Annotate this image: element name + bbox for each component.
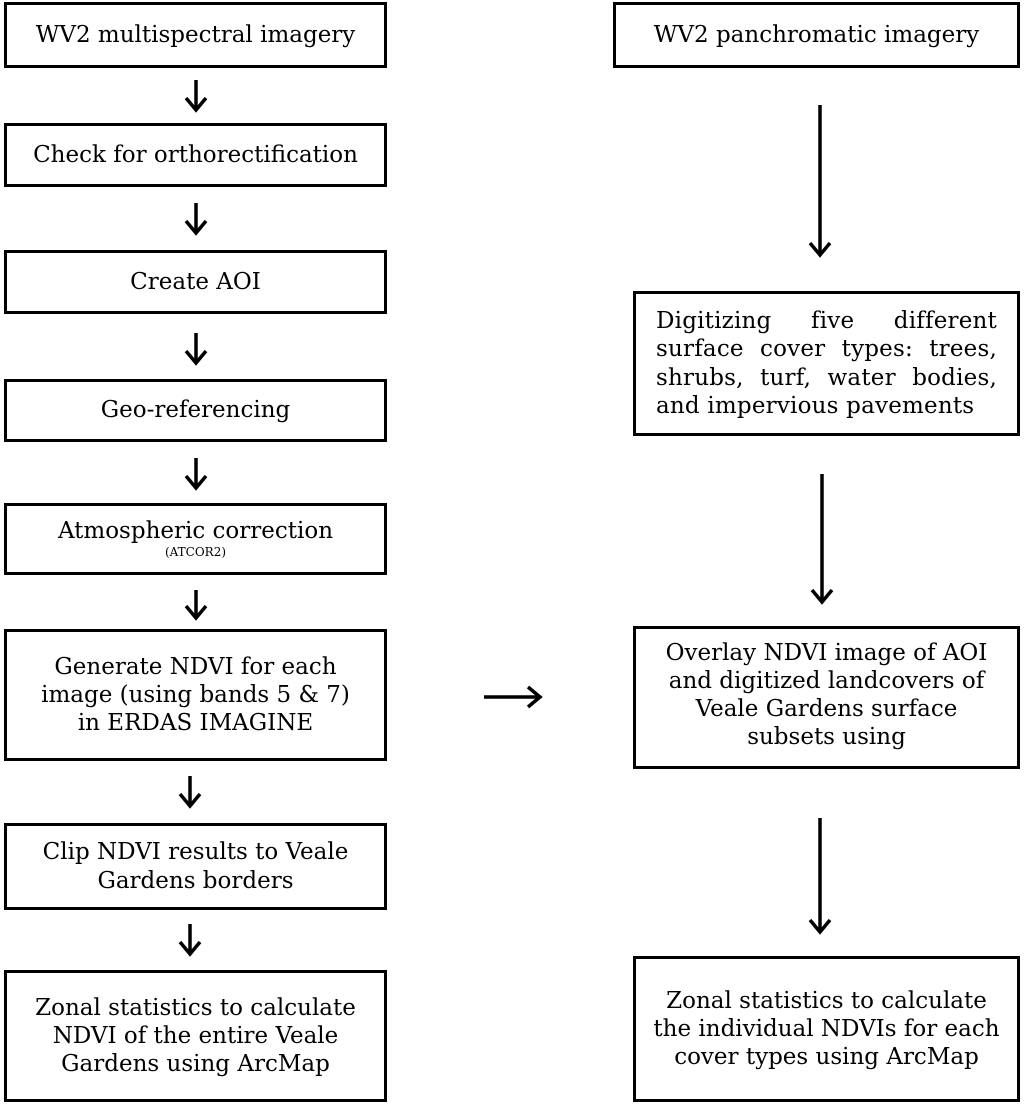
arrow-left-7 [178,924,202,957]
box-orthorectification-label: Check for orthorectification [33,141,358,168]
box-overlay-label: Overlay NDVI image of AOI and digitized … [665,640,988,751]
box-zonal-statistics-left: Zonal statistics to calculate NDVI of th… [4,970,387,1102]
arrow-horizontal [484,685,543,709]
box-generate-ndvi: Generate NDVI for each image (using band… [4,629,387,761]
box-clip-ndvi-label: Clip NDVI results to Veale Gardens borde… [42,839,349,894]
box-clip-ndvi: Clip NDVI results to Veale Gardens borde… [4,823,387,910]
box-generate-ndvi-label: Generate NDVI for each image (using band… [41,653,350,737]
box-orthorectification: Check for orthorectification [4,123,387,187]
arrow-left-5 [184,590,208,621]
arrow-left-4 [184,458,208,491]
box-panchromatic-label: WV2 panchromatic imagery [653,21,980,48]
arrow-right-3 [808,818,832,935]
box-zonal-left-label: Zonal statistics to calculate NDVI of th… [35,994,356,1078]
box-multispectral-label: WV2 multispectral imagery [35,21,356,48]
box-atmospheric-label: Atmospheric correction [57,518,334,545]
box-zonal-right-label: Zonal statistics to calculate the indivi… [653,987,1000,1071]
box-multispectral-imagery: WV2 multispectral imagery [4,2,387,68]
box-panchromatic-imagery: WV2 panchromatic imagery [613,2,1020,68]
arrow-right-2 [810,474,834,605]
box-overlay-ndvi: Overlay NDVI image of AOI and digitized … [633,626,1020,769]
arrow-left-6 [178,776,202,809]
box-zonal-statistics-right: Zonal statistics to calculate the indivi… [633,956,1020,1102]
arrow-left-3 [184,333,208,366]
box-create-aoi-label: Create AOI [130,268,261,295]
box-atmospheric-correction: Atmospheric correction (ATCOR2) [4,503,387,575]
box-geo-referencing-label: Geo-referencing [100,397,291,424]
box-geo-referencing: Geo-referencing [4,379,387,442]
arrow-left-1 [184,80,208,113]
box-create-aoi: Create AOI [4,250,387,314]
box-atmospheric-sublabel: (ATCOR2) [164,545,227,560]
arrow-right-1 [808,105,832,258]
arrow-left-2 [184,203,208,236]
box-digitizing-label: Digitizing five different surface cover … [656,308,997,419]
box-digitizing: Digitizing five different surface cover … [633,291,1020,436]
